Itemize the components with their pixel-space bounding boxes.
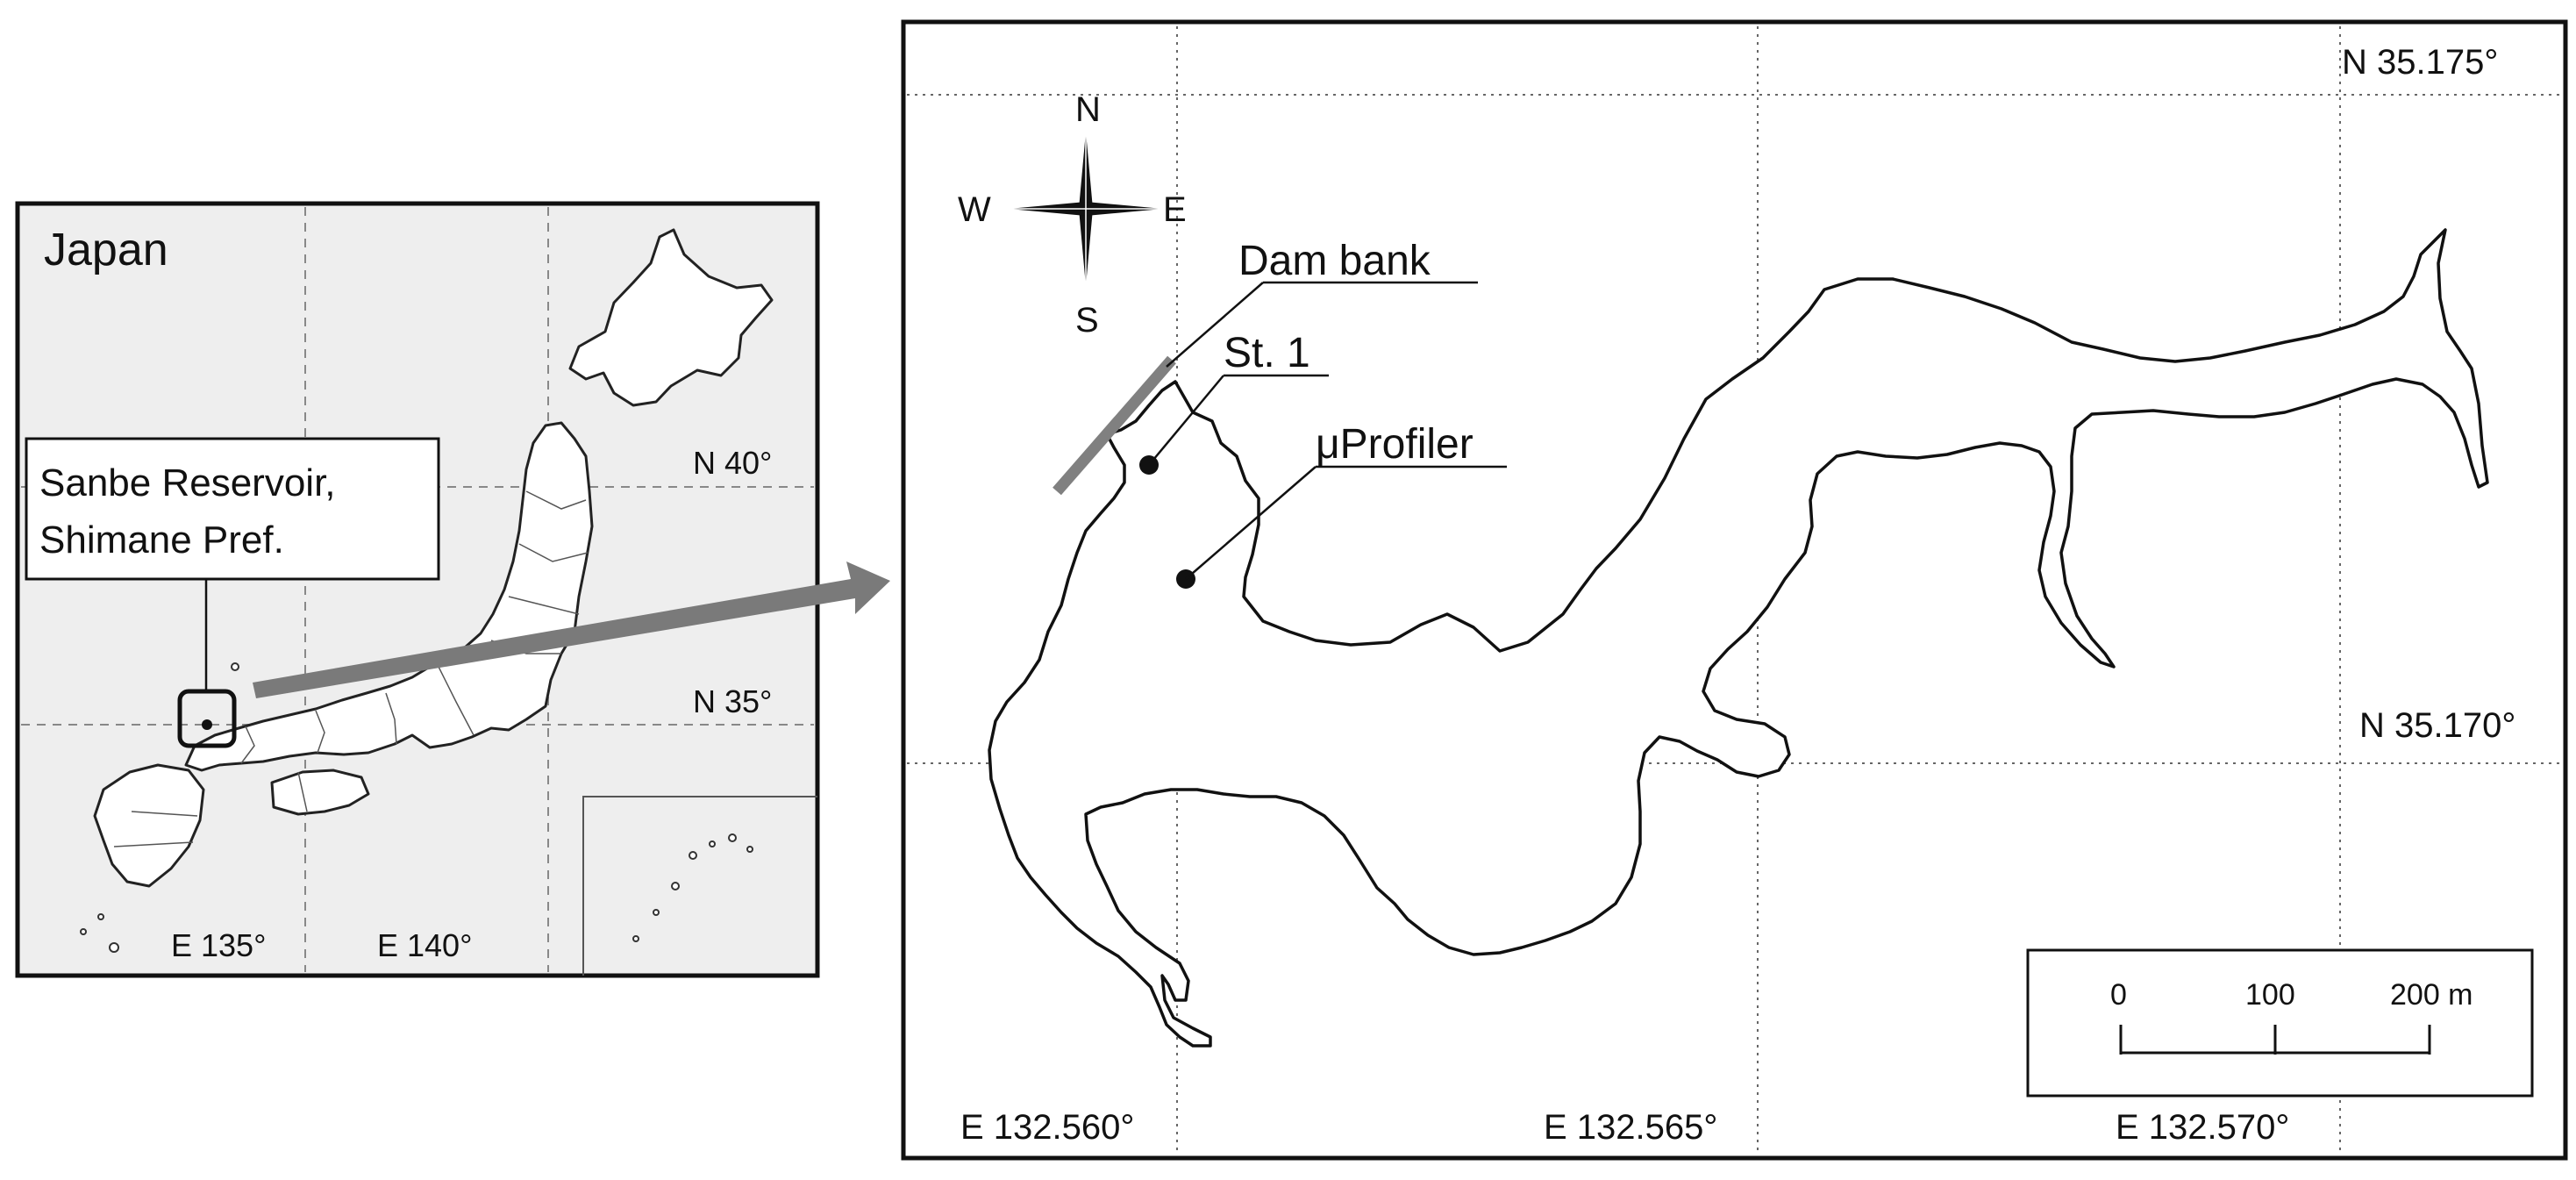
- kyushu-outline: [93, 763, 205, 888]
- compass-w-label: W: [958, 190, 991, 229]
- reservoir-outline: [988, 228, 2489, 1048]
- compass-n-label: N: [1075, 90, 1101, 129]
- dam-bank-marker: [1053, 355, 1176, 496]
- dam-bank-label: Dam bank: [1238, 238, 1431, 284]
- compass-e-label: E: [1163, 190, 1187, 229]
- japan-landmass: [93, 228, 774, 888]
- main-lon-label-132560: E 132.560°: [960, 1108, 1134, 1147]
- zoom-arrow: [253, 561, 890, 698]
- dam-bank-leader: [1166, 282, 1264, 368]
- scale-bar: 0 100 200 m: [2026, 948, 2534, 1098]
- inset-lat-label-40: N 40°: [693, 445, 772, 481]
- main-lat-label-35170: N 35.170°: [2359, 706, 2515, 745]
- profiler-label: μProfiler: [1316, 421, 1474, 468]
- compass-s-label: S: [1075, 301, 1099, 340]
- zoom-arrow-shape: [253, 561, 890, 698]
- small-islands: [80, 662, 753, 953]
- inset-subframe: [582, 796, 817, 976]
- main-lon-label-132570: E 132.570°: [2116, 1108, 2289, 1147]
- scale-label-0: 0: [2110, 978, 2127, 1012]
- scale-label-200: 200 m: [2390, 978, 2473, 1012]
- inset-lat-label-35: N 35°: [693, 683, 772, 719]
- country-label: Japan: [44, 225, 168, 275]
- site-locator-dot: [202, 719, 212, 730]
- scale-bar-frame: [2026, 948, 2534, 1098]
- inset-lon-label-135: E 135°: [171, 927, 266, 963]
- hokkaido-outline: [568, 228, 774, 407]
- profiler-leader: [1185, 466, 1317, 580]
- station-1-leader: [1148, 375, 1224, 466]
- main-lon-label-132565: E 132.565°: [1544, 1108, 1717, 1147]
- site-label-line1: Sanbe Reservoir,: [39, 461, 336, 504]
- site-locator-box: [177, 689, 237, 748]
- site-label-line2: Shimane Pref.: [39, 518, 284, 561]
- inset-lon-label-140: E 140°: [377, 927, 472, 963]
- station-1-label: St. 1: [1224, 330, 1310, 376]
- shikoku-outline: [270, 769, 370, 816]
- compass-rose: N S W E: [958, 90, 1187, 340]
- scale-label-100: 100: [2245, 978, 2295, 1012]
- inset-map: Japan N 40° N 35° E 135° E 140° Sanbe Re…: [15, 201, 820, 978]
- main-map: Dam bank St. 1 μProfiler N S W E N 35.17…: [901, 19, 2568, 1161]
- main-lat-label-35175: N 35.175°: [2342, 43, 2498, 82]
- site-callout-box: [25, 437, 440, 581]
- prefecture-lines: [113, 490, 589, 847]
